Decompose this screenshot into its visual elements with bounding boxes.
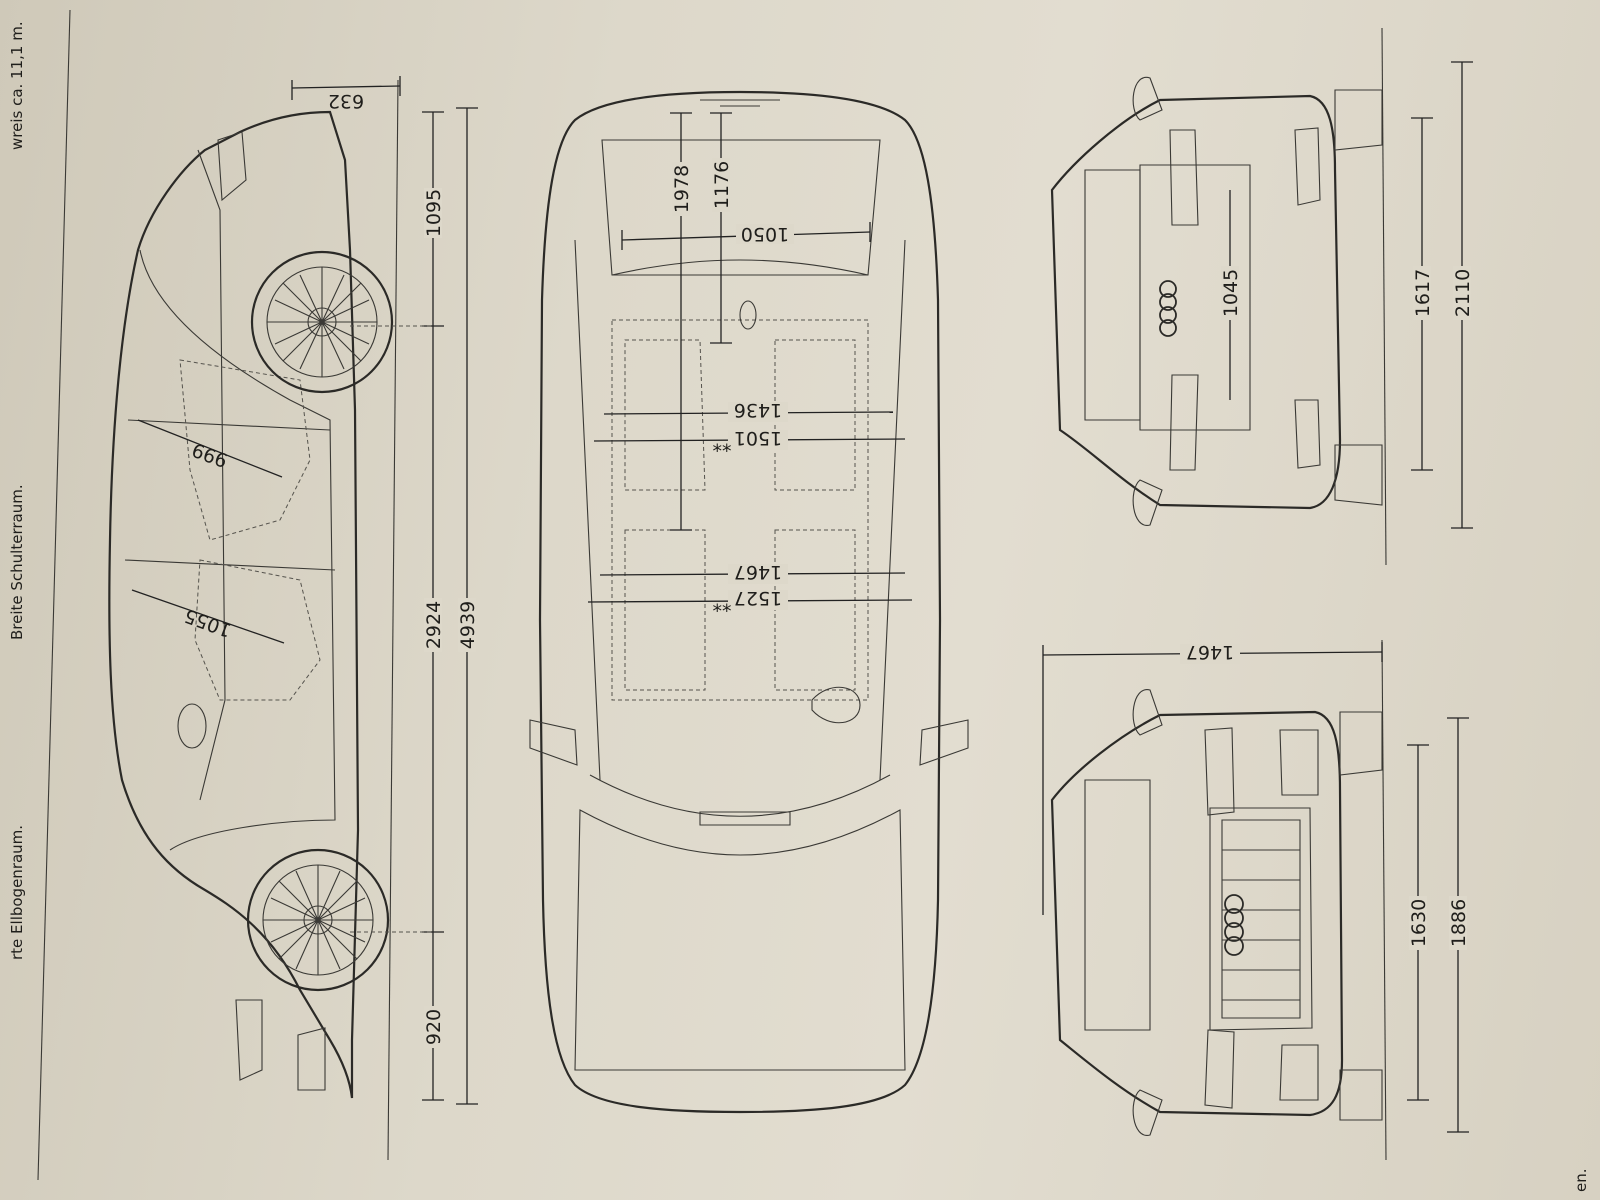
- dim-2110: 2110: [1452, 269, 1474, 317]
- top-view: 1978 1176 1050 1436 1501 ** 1467 1527 **: [529, 90, 969, 1114]
- dim-1467-front: 1467: [1186, 641, 1234, 663]
- front-logo: [1224, 894, 1244, 956]
- page-fold-line: [37, 9, 71, 1181]
- marker-front: **: [713, 593, 732, 615]
- front-view: 1467 1630 1886: [1042, 639, 1470, 1161]
- dim-4939: 4939: [457, 601, 479, 649]
- rear-logo: [1159, 280, 1177, 337]
- dim-1436: 1436: [734, 399, 782, 421]
- front-body-outline: [1050, 710, 1344, 1117]
- dim-1617: 1617: [1412, 269, 1434, 317]
- caption-footnote: en.: [1572, 1168, 1590, 1192]
- side-body-outline: [108, 110, 360, 1099]
- side-rear-wheel: [250, 250, 394, 394]
- dim-1055: 1055: [181, 604, 234, 641]
- rear-body-outline: [1050, 94, 1342, 510]
- caption-shoulder: Breite Schulterraum.: [8, 484, 26, 640]
- dim-632: 632: [328, 90, 364, 112]
- dim-1045: 1045: [1220, 269, 1242, 317]
- rear-view: 1045 1617 2110: [1050, 27, 1474, 566]
- dim-1095: 1095: [423, 189, 445, 237]
- side-view: 632 1095 2924 920 4939 999 1055: [108, 76, 479, 1161]
- dim-1467-top: 1467: [734, 561, 782, 583]
- marker-rear: **: [713, 433, 732, 455]
- top-body-outline: [538, 90, 942, 1114]
- dim-1978: 1978: [671, 165, 693, 213]
- dim-1630: 1630: [1408, 899, 1430, 947]
- dim-920: 920: [423, 1009, 445, 1045]
- dim-999: 999: [189, 438, 231, 471]
- side-front-wheel: [246, 848, 390, 992]
- dim-1050: 1050: [741, 223, 789, 245]
- dim-1527: 1527: [734, 587, 782, 609]
- caption-turning-circle: wreis ca. 11,1 m.: [8, 21, 26, 150]
- dim-1886: 1886: [1448, 899, 1470, 947]
- dim-1176: 1176: [711, 161, 733, 209]
- dim-1501: 1501: [734, 427, 782, 449]
- dim-2924: 2924: [423, 601, 445, 649]
- caption-elbow: rte Ellbogenraum.: [8, 825, 26, 960]
